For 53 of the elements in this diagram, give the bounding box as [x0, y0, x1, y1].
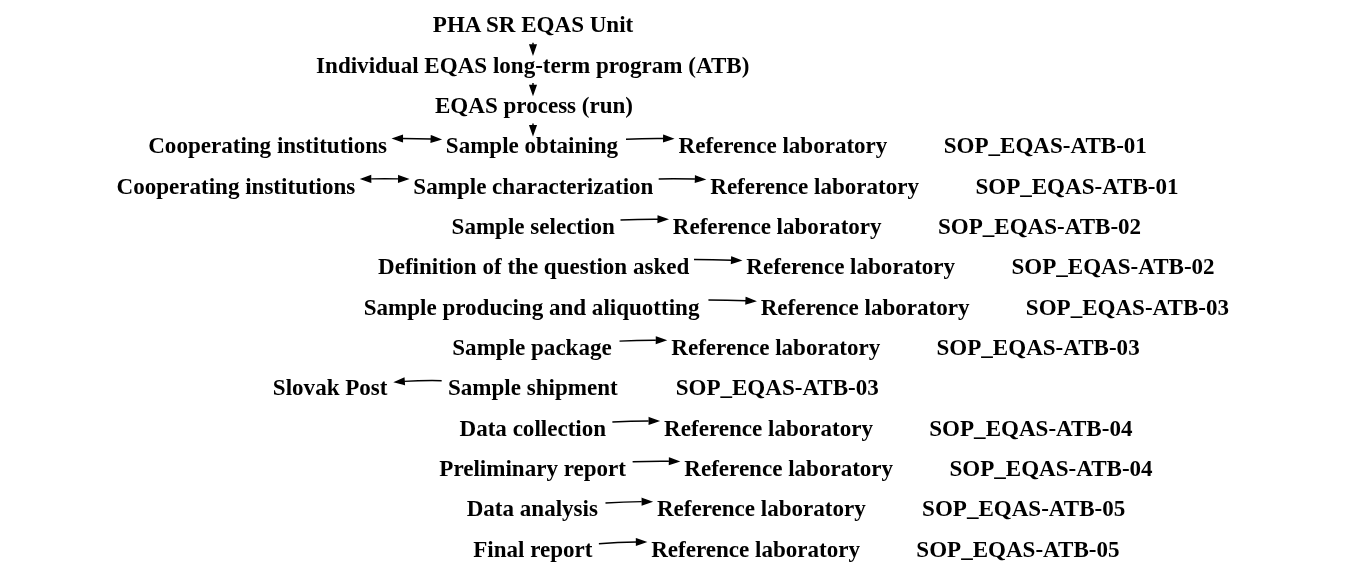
node-text: Sample shipment — [447, 374, 618, 401]
node-text: Sample characterization — [412, 172, 653, 199]
node-text: Cooperating institutions — [116, 172, 355, 199]
arrow — [611, 416, 660, 425]
arrow — [528, 122, 537, 137]
label: SOP_EQAS-ATB-02 — [937, 213, 1141, 240]
node-text: Final report — [472, 535, 592, 562]
arrow — [359, 174, 410, 183]
node-text: Reference laboratory — [656, 495, 866, 522]
node-text: EQAS process (run) — [434, 91, 633, 118]
node-text: Sample selection — [451, 213, 615, 240]
node-text: Individual EQAS long-term program (ATB) — [315, 51, 749, 78]
arrow — [391, 134, 442, 144]
node-text: Reference laboratory — [670, 334, 880, 361]
node-text: Sample obtaining — [445, 132, 618, 159]
node-text: Sample producing and aliquotting — [363, 293, 699, 320]
arrow — [392, 377, 442, 386]
node-text: Reference laboratory — [678, 132, 887, 159]
node-text: Definition of the question asked — [377, 253, 689, 280]
arrow — [528, 82, 537, 97]
arrow — [619, 215, 669, 224]
node-text: Preliminary report — [438, 455, 626, 482]
node-text: Reference laboratory — [683, 455, 893, 482]
node-text: PHA SR EQAS Unit — [432, 11, 633, 38]
arrow — [692, 256, 742, 265]
label: SOP_EQAS-ATB-03 — [675, 374, 879, 401]
arrow — [657, 175, 706, 184]
label: SOP_EQAS-ATB-03 — [935, 334, 1140, 361]
arrow — [624, 134, 675, 143]
arrow — [597, 537, 647, 547]
node-text: Reference laboratory — [760, 293, 970, 320]
node-text: Cooperating institutions — [147, 132, 387, 159]
label: SOP_EQAS-ATB-02 — [1010, 253, 1215, 280]
label: SOP_EQAS-ATB-05 — [921, 495, 1125, 522]
label: SOP_EQAS-ATB-03 — [1025, 293, 1229, 320]
node-text: Reference laboratory — [650, 535, 860, 562]
node-text: Data collection — [459, 414, 606, 441]
label: SOP_EQAS-ATB-01 — [943, 132, 1147, 159]
arrow — [707, 296, 757, 305]
label: SOP_EQAS-ATB-04 — [928, 414, 1132, 441]
arrow — [631, 457, 680, 466]
node-text: Reference laboratory — [663, 414, 873, 441]
node-text: Sample package — [451, 334, 612, 361]
label: SOP_EQAS-ATB-05 — [915, 535, 1120, 562]
node-text: Data analysis — [466, 495, 598, 522]
arrow — [618, 336, 667, 345]
arrow — [604, 497, 653, 506]
node-text: Slovak Post — [272, 374, 388, 401]
node-text: Reference laboratory — [709, 172, 919, 199]
label: SOP_EQAS-ATB-01 — [974, 172, 1179, 199]
label: SOP_EQAS-ATB-04 — [948, 455, 1153, 482]
node-text: Reference laboratory — [672, 213, 882, 240]
node-text: Reference laboratory — [745, 253, 955, 280]
